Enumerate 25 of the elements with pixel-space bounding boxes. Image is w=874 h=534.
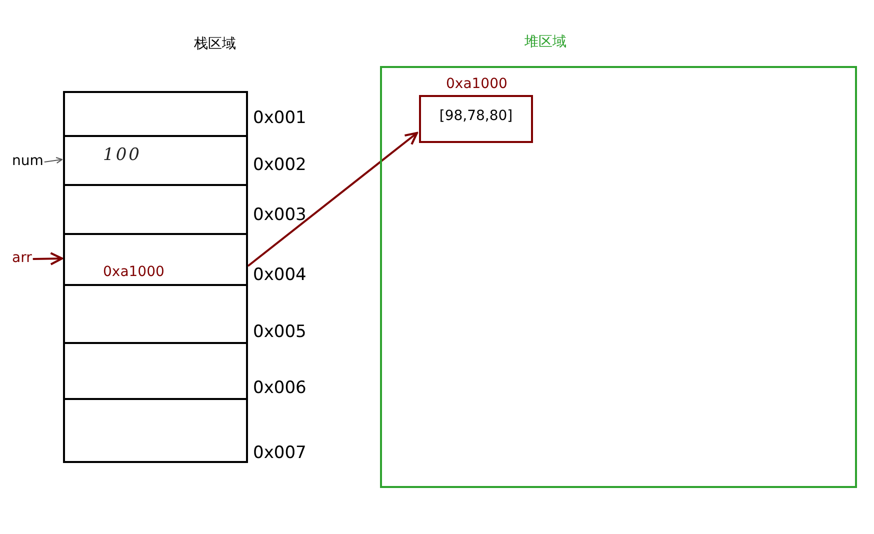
memory-address: 0x005 <box>253 322 306 342</box>
empty-memory-cell <box>63 342 248 398</box>
memory-address: 0x006 <box>253 378 306 398</box>
empty-memory-cell <box>63 91 248 135</box>
address-label: 0xa1000 <box>446 76 508 92</box>
cell-value: 0xa1000 <box>103 264 164 280</box>
memory-address: 0x003 <box>253 205 306 225</box>
region-title: 栈区域 <box>193 35 237 53</box>
empty-memory-cell <box>63 398 248 463</box>
handwritten-value: 100 <box>103 145 142 165</box>
memory-cell <box>63 233 248 284</box>
memory-address: 0x002 <box>253 155 306 175</box>
empty-memory-cell <box>63 184 248 233</box>
empty-memory-cell <box>63 284 248 342</box>
region-title: 堆区域 <box>524 33 568 51</box>
memory-cell <box>63 135 248 184</box>
array-value-box: [98,78,80] <box>419 95 533 143</box>
arrow <box>32 252 64 266</box>
variable-name: num <box>12 153 44 169</box>
memory-address: 0x004 <box>253 265 306 285</box>
memory-address: 0x007 <box>253 443 306 463</box>
variable-name: arr <box>12 250 32 266</box>
memory-address: 0x001 <box>253 108 306 128</box>
arrow <box>247 132 418 267</box>
arrow <box>44 157 63 164</box>
